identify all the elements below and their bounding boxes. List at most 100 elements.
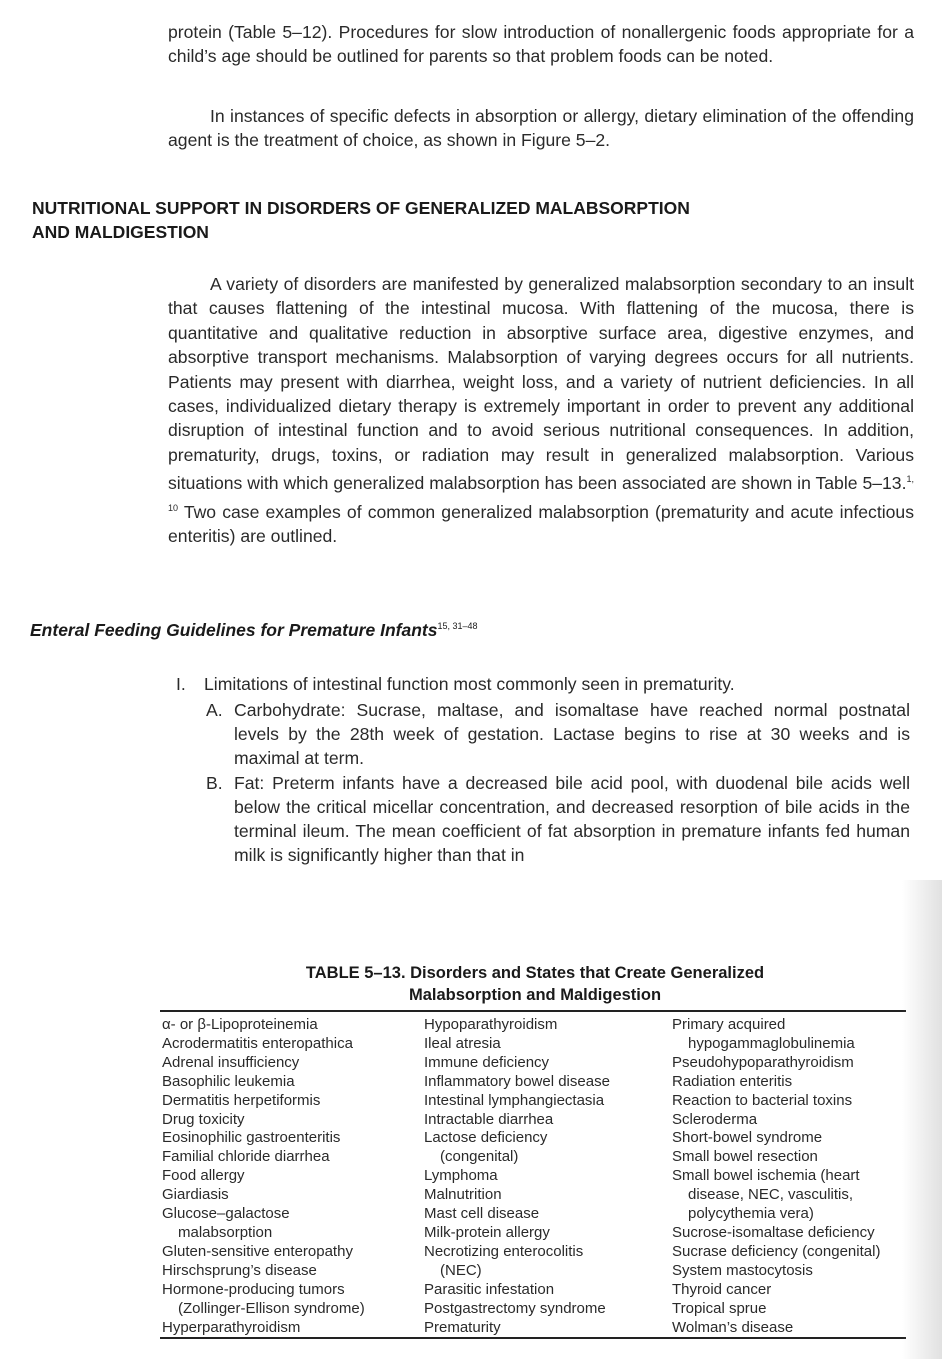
table-entry: Intestinal lymphangiectasia bbox=[424, 1092, 664, 1111]
table-entry-continuation: polycythemia vera) bbox=[688, 1205, 814, 1223]
table-entry: Intractable diarrhea bbox=[424, 1111, 664, 1130]
table-entry: Sucrase deficiency (congenital) bbox=[672, 1243, 908, 1262]
table-entry: Basophilic leukemia bbox=[162, 1073, 417, 1092]
table-entry: Short-bowel syndrome bbox=[672, 1129, 908, 1148]
table-entry-text: Small bowel resection bbox=[672, 1148, 818, 1166]
table-entry-text: Sucrose-isomaltase deficiency bbox=[672, 1223, 875, 1241]
table-entry: Acrodermatitis enteropathica bbox=[162, 1035, 417, 1054]
table-entry-text: Sucrase deficiency (congenital) bbox=[672, 1242, 881, 1260]
table-entry-text: Malnutrition bbox=[424, 1186, 502, 1204]
intro-paragraph-continued: protein (Table 5–12). Procedures for slo… bbox=[168, 22, 914, 67]
table-entry-text: Scleroderma bbox=[672, 1110, 758, 1128]
table-entry-text: Hirschsprung’s disease bbox=[162, 1261, 317, 1279]
table-entry-text: Immune deficiency bbox=[424, 1053, 550, 1071]
outline-item-text: Fat: Preterm infants have a decreased bi… bbox=[234, 773, 910, 865]
table-entry-continuation: (Zollinger-Ellison syndrome) bbox=[178, 1299, 365, 1317]
table-entry-text: Intractable diarrhea bbox=[424, 1110, 554, 1128]
table-entry-text: Drug toxicity bbox=[162, 1110, 245, 1128]
table-top-rule bbox=[160, 1010, 906, 1012]
table-entry: Scleroderma bbox=[672, 1111, 908, 1130]
subheading-reference: 15, 31–48 bbox=[437, 621, 478, 632]
table-entry-continuation: (congenital) bbox=[440, 1148, 519, 1166]
table-entry-continuation: disease, NEC, vasculitis, bbox=[688, 1186, 854, 1204]
table-entry-text: Prematurity bbox=[424, 1318, 501, 1336]
table-entry-text: Adrenal insufficiency bbox=[162, 1053, 300, 1071]
table-entry: Adrenal insufficiency bbox=[162, 1054, 417, 1073]
table-entry: Eosinophilic gastroenteritis bbox=[162, 1129, 417, 1148]
table-entry: Dermatitis herpetiformis bbox=[162, 1092, 417, 1111]
table-entry: Small bowel resection bbox=[672, 1148, 908, 1167]
table-title-line2: Malabsorption and Maldigestion bbox=[408, 986, 662, 1004]
table-entry: Hormone-producing tumors(Zollinger-Ellis… bbox=[162, 1281, 417, 1319]
malabsorption-paragraph: A variety of disorders are manifested by… bbox=[168, 272, 914, 548]
table-entry-text: System mastocytosis bbox=[672, 1261, 813, 1279]
table-entry: Hypoparathyroidism bbox=[424, 1016, 664, 1035]
table-entry: Wolman’s disease bbox=[672, 1319, 908, 1338]
table-entry-text: Reaction to bacterial toxins bbox=[672, 1091, 853, 1109]
table-entry-text: Thyroid cancer bbox=[672, 1280, 772, 1298]
subheading-text: Enteral Feeding Guidelines for Premature… bbox=[30, 620, 438, 640]
malabsorption-paragraph-text-end: Two case examples of common generalized … bbox=[168, 501, 914, 546]
table-entry-text: Giardiasis bbox=[162, 1186, 229, 1204]
table-entry-text: Parasitic infestation bbox=[424, 1280, 555, 1298]
table-title: TABLE 5–13. Disorders and States that Cr… bbox=[160, 962, 910, 1006]
table-entry-text: Dermatitis herpetiformis bbox=[162, 1091, 321, 1109]
table-entry-text: Hormone-producing tumors bbox=[162, 1280, 345, 1298]
table-entry-text: Hypoparathyroidism bbox=[424, 1016, 558, 1033]
malabsorption-paragraph-text: A variety of disorders are manifested by… bbox=[168, 274, 914, 494]
table-entry: Tropical sprue bbox=[672, 1300, 908, 1319]
table-entry: Necrotizing enterocolitis(NEC) bbox=[424, 1243, 664, 1281]
table-entry-continuation: (NEC) bbox=[440, 1261, 482, 1279]
subheading-enteral-feeding: Enteral Feeding Guidelines for Premature… bbox=[30, 620, 478, 641]
table-entry-text: Hyperparathyroidism bbox=[162, 1318, 301, 1336]
table-entry-text: Necrotizing enterocolitis bbox=[424, 1242, 584, 1260]
table-entry: Food allergy bbox=[162, 1167, 417, 1186]
table-entry: Hirschsprung’s disease bbox=[162, 1262, 417, 1281]
page-edge-shadow bbox=[902, 880, 942, 1359]
table-entry: Ileal atresia bbox=[424, 1035, 664, 1054]
table-entry-text: Inflammatory bowel disease bbox=[424, 1072, 610, 1090]
table-entry: Sucrose-isomaltase deficiency bbox=[672, 1224, 908, 1243]
table-entry-text: Ileal atresia bbox=[424, 1034, 501, 1052]
table-entry-text: Acrodermatitis enteropathica bbox=[162, 1034, 353, 1052]
outline-item-text: Limitations of intestinal function most … bbox=[204, 674, 735, 694]
table-entry: Radiation enteritis bbox=[672, 1073, 908, 1092]
table-entry-continuation: malabsorption bbox=[178, 1223, 273, 1241]
outline-item-i: I. Limitations of intestinal function mo… bbox=[176, 672, 910, 696]
table-entry-text: Lactose deficiency bbox=[424, 1129, 548, 1147]
table-entry: α- or β-Lipoproteinemia bbox=[162, 1016, 417, 1035]
table-entry: Parasitic infestation bbox=[424, 1281, 664, 1300]
table-entry-text: Small bowel ischemia (heart bbox=[672, 1167, 860, 1185]
table-entry-text: Milk-protein allergy bbox=[424, 1223, 550, 1241]
table-entry-text: Tropical sprue bbox=[672, 1299, 767, 1317]
section-heading-line2: AND MALDIGESTION bbox=[32, 222, 209, 242]
table-entry-text: Radiation enteritis bbox=[672, 1072, 793, 1090]
table-entry-text: Wolman’s disease bbox=[672, 1318, 794, 1336]
table-entry: Pseudohypoparathyroidism bbox=[672, 1054, 908, 1073]
table-entry: Lymphoma bbox=[424, 1167, 664, 1186]
table-entry-text: Short-bowel syndrome bbox=[672, 1129, 823, 1147]
table-entry: Malnutrition bbox=[424, 1186, 664, 1205]
section-heading: NUTRITIONAL SUPPORT IN DISORDERS OF GENE… bbox=[32, 196, 812, 244]
table-entry: Lactose deficiency(congenital) bbox=[424, 1129, 664, 1167]
table-entry-text: Postgastrectomy syndrome bbox=[424, 1299, 606, 1317]
outline-item-text: Carbohydrate: Sucrase, maltase, and isom… bbox=[234, 700, 910, 768]
table-entry-continuation: hypogammaglobulinemia bbox=[688, 1034, 855, 1052]
outline-marker: I. bbox=[176, 674, 186, 694]
table-entry-text: Familial chloride diarrhea bbox=[162, 1148, 330, 1166]
table-entry-text: Eosinophilic gastroenteritis bbox=[162, 1129, 341, 1147]
table-entry: Giardiasis bbox=[162, 1186, 417, 1205]
reference-superscript: 1, 10 bbox=[168, 474, 914, 513]
table-entry: Thyroid cancer bbox=[672, 1281, 908, 1300]
outline-item-a: A. Carbohydrate: Sucrase, maltase, and i… bbox=[206, 698, 910, 770]
table-title-line1: TABLE 5–13. Disorders and States that Cr… bbox=[305, 964, 765, 982]
table-entry: Familial chloride diarrhea bbox=[162, 1148, 417, 1167]
table-entry: Immune deficiency bbox=[424, 1054, 664, 1073]
table-entry: Drug toxicity bbox=[162, 1111, 417, 1130]
table-entry: Mast cell disease bbox=[424, 1205, 664, 1224]
